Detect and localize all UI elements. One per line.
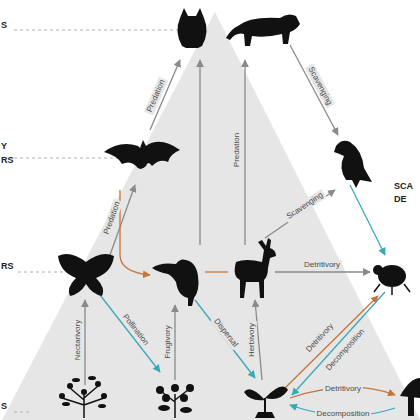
- grey-arrows: [85, 45, 370, 385]
- interaction-label: Detritivory: [302, 260, 342, 270]
- orange-arrows: [120, 190, 395, 398]
- pyramid: [2, 12, 420, 420]
- interaction-label: Detritivory: [323, 384, 363, 394]
- interaction-label: Predation: [232, 131, 242, 169]
- level-label: S: [1, 401, 7, 411]
- teal-arrows: [100, 185, 395, 416]
- level-label: SCA: [394, 181, 413, 191]
- interaction-label: Decomposition: [315, 409, 372, 419]
- level-label: S: [1, 20, 7, 30]
- interaction-label: Frugivory: [163, 323, 173, 360]
- level-label: Y: [1, 141, 7, 151]
- interaction-label: Nectarivory: [73, 318, 83, 362]
- interaction-label: Herbivory: [247, 321, 257, 359]
- level-label: RS: [1, 261, 14, 271]
- level-label: RS: [1, 155, 14, 165]
- level-label: DE: [394, 194, 407, 204]
- silhouettes: [58, 8, 420, 418]
- level-lines: [14, 30, 200, 412]
